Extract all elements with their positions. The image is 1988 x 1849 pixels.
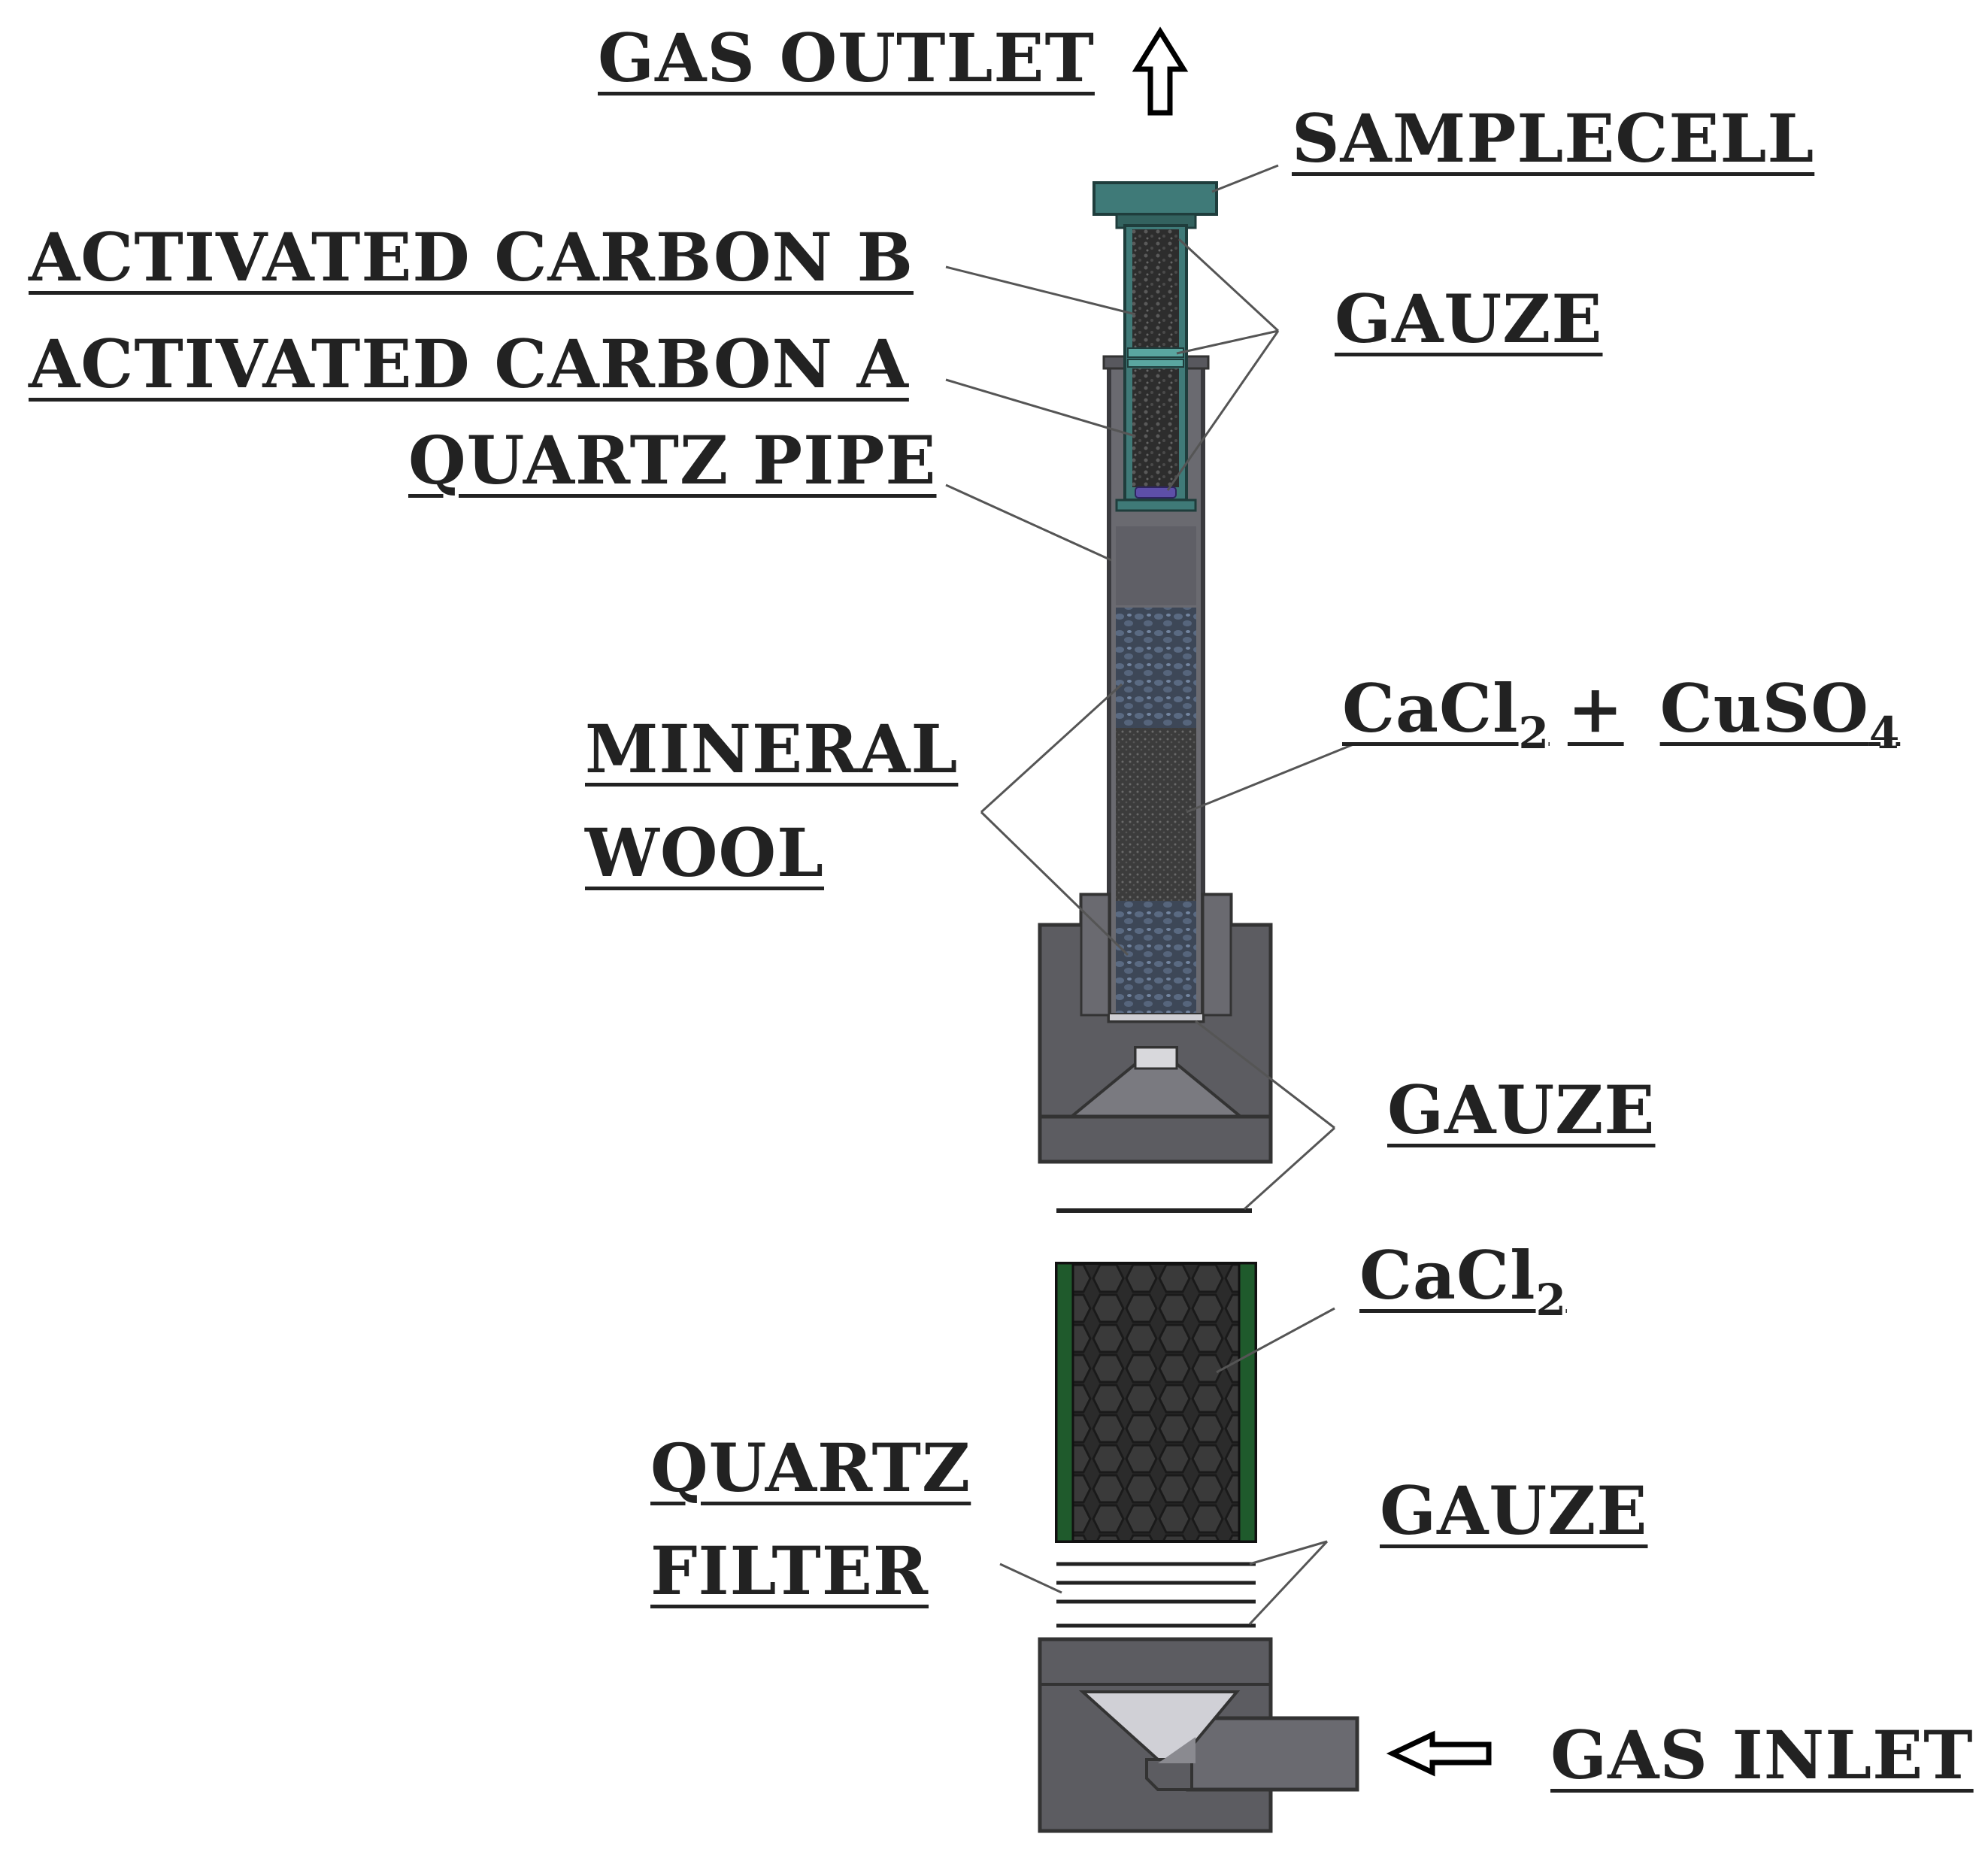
quartz-pipe-inner bbox=[1116, 526, 1196, 605]
mineral-wool-lower bbox=[1116, 901, 1196, 1014]
label-quartz-pipe: QUARTZ PIPE bbox=[408, 421, 937, 499]
label-activated-carbon-b: ACTIVATED CARBON B bbox=[29, 218, 914, 296]
inlet-pipe bbox=[1186, 1716, 1359, 1792]
label-gauze-bottom: GAUZE bbox=[1380, 1472, 1648, 1550]
gauze-middle-disc bbox=[1108, 1013, 1204, 1022]
label-gas-inlet: GAS INLET bbox=[1550, 1716, 1974, 1794]
activated-carbon-a-bed bbox=[1132, 368, 1179, 487]
gauze-top-3 bbox=[1135, 486, 1177, 499]
label-gauze-top: GAUZE bbox=[1335, 280, 1603, 358]
label-cacl2-cuso4: CaCl2+CuSO4 bbox=[1342, 669, 1901, 759]
gas-inlet-arrow bbox=[1386, 1730, 1492, 1777]
sample-cell-cap bbox=[1092, 181, 1218, 216]
leader-lines bbox=[945, 164, 1354, 1626]
label-gas-outlet: GAS OUTLET bbox=[598, 19, 1095, 97]
label-samplecell: SAMPLECELL bbox=[1292, 99, 1815, 177]
label-mineral: MINERAL bbox=[585, 710, 959, 788]
label-quartz: QUARTZ bbox=[650, 1429, 971, 1507]
activated-carbon-b-bed bbox=[1132, 229, 1179, 348]
cacl2-cartridge bbox=[1055, 1262, 1257, 1543]
cartridge-wall-left bbox=[1055, 1262, 1074, 1543]
mineral-wool-upper bbox=[1116, 608, 1196, 728]
cacl2-cuso4-bed bbox=[1116, 728, 1196, 901]
label-filter: FILTER bbox=[650, 1532, 929, 1610]
gas-outlet-arrow bbox=[1132, 26, 1189, 116]
label-wool: WOOL bbox=[585, 814, 825, 892]
label-activated-carbon-a: ACTIVATED CARBON A bbox=[29, 325, 909, 403]
label-cacl2: CaCl2 bbox=[1359, 1236, 1567, 1326]
label-gauze-middle: GAUZE bbox=[1387, 1071, 1656, 1149]
gauze-top-2 bbox=[1127, 359, 1184, 368]
cartridge-wall-right bbox=[1238, 1262, 1257, 1543]
gauze-top-1 bbox=[1127, 347, 1184, 358]
